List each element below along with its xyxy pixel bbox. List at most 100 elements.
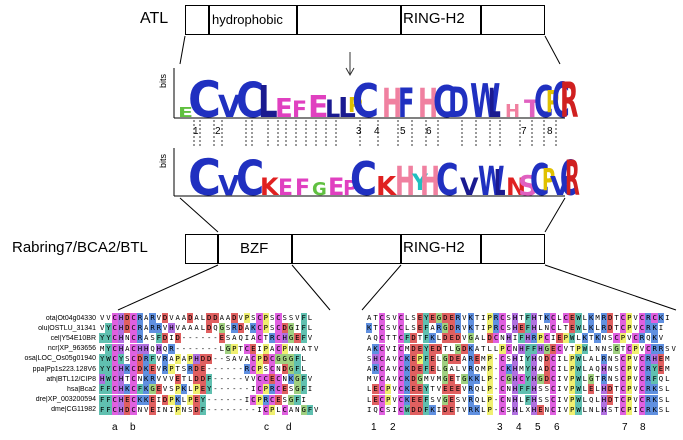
svg-text:L: L (488, 82, 501, 128)
sequence-name: hsa|Bca2 (66, 385, 96, 393)
svg-text:P: P (546, 84, 559, 119)
svg-text:P: P (348, 93, 363, 117)
atl-hydrophobic-label: hydrophobic (212, 12, 283, 27)
svg-text:V: V (218, 90, 242, 125)
atl-box-3 (297, 5, 401, 35)
svg-text:C: C (188, 72, 221, 130)
svg-text:V: V (218, 169, 240, 202)
logo-pos-7: 7 (521, 126, 527, 137)
svg-text:W: W (470, 75, 500, 128)
logo-pos-2: 2 (215, 126, 221, 137)
svg-text:W: W (478, 157, 504, 204)
logo-pos-6: 6 (426, 126, 432, 137)
svg-text:H: H (505, 101, 520, 122)
left-mark-d: d (286, 422, 292, 433)
svg-text:E: E (328, 173, 344, 201)
svg-text:L: L (494, 162, 505, 204)
atl-box-ring (401, 5, 481, 35)
right-mark-1: 1 (371, 422, 377, 433)
svg-text:C: C (534, 76, 553, 128)
svg-text:C: C (236, 152, 264, 207)
svg-text:H: H (382, 79, 402, 126)
svg-text:V: V (550, 172, 570, 202)
right-mark-7: 7 (622, 422, 628, 433)
sequence-name: ppa|Pp1s223.128V6 (32, 365, 96, 373)
svg-text:P: P (542, 162, 555, 197)
sequence-name: ath|BTL12/CIP8 (46, 375, 96, 383)
sequence-name: dre|XP_003200594 (35, 396, 96, 404)
logo1-axis-label: bits (158, 73, 168, 88)
svg-text:C: C (352, 74, 379, 128)
svg-text:C: C (552, 73, 570, 129)
logo2-axis-label: bits (158, 153, 168, 168)
svg-text:C: C (350, 152, 377, 206)
svg-text:L: L (325, 95, 340, 123)
svg-text:G: G (312, 179, 327, 200)
sequence-name: osa|LOC_Os05g01940 (24, 355, 96, 363)
sequence-name: dme|CG11982 (51, 406, 96, 414)
svg-text:C: C (236, 74, 264, 129)
left-mark-b: b (130, 422, 136, 433)
svg-text:L: L (338, 91, 356, 124)
svg-text:C: C (436, 154, 459, 205)
sequence-name: cel|Y54E10BR (50, 334, 96, 342)
logo-pos-3: 3 (356, 126, 362, 137)
logo-pos-4: 4 (374, 126, 380, 137)
svg-text:E: E (278, 176, 293, 201)
svg-text:C: C (188, 150, 221, 208)
svg-text:H: H (420, 157, 440, 204)
svg-text:F: F (292, 98, 307, 123)
right-mark-2: 2 (390, 422, 396, 433)
rabring-ring-label: RING-H2 (403, 239, 465, 256)
svg-text:N: N (506, 173, 526, 201)
svg-text:V: V (460, 173, 479, 201)
svg-text:F: F (295, 176, 310, 201)
sequence-name: ota|Ot04g04330 (45, 314, 96, 322)
rabring-box-3 (292, 234, 401, 264)
right-mark-6: 6 (554, 422, 560, 433)
rabring-bzf-label: BZF (240, 240, 269, 257)
sequence-name: ncr|XP_963656 (47, 345, 96, 353)
svg-text:H: H (395, 157, 415, 204)
rabring-box-1 (185, 234, 218, 264)
atl-label: ATL (140, 10, 169, 27)
svg-text:L: L (258, 76, 278, 127)
svg-text:Y: Y (411, 171, 429, 196)
svg-text:K: K (260, 173, 280, 201)
svg-text:E: E (308, 90, 329, 125)
svg-text:S: S (518, 169, 538, 202)
svg-text:R: R (565, 150, 580, 206)
svg-text:C: C (560, 151, 578, 207)
svg-text:P: P (343, 176, 358, 200)
logo-pos-8: 8 (547, 126, 553, 137)
svg-text:F: F (398, 79, 414, 126)
